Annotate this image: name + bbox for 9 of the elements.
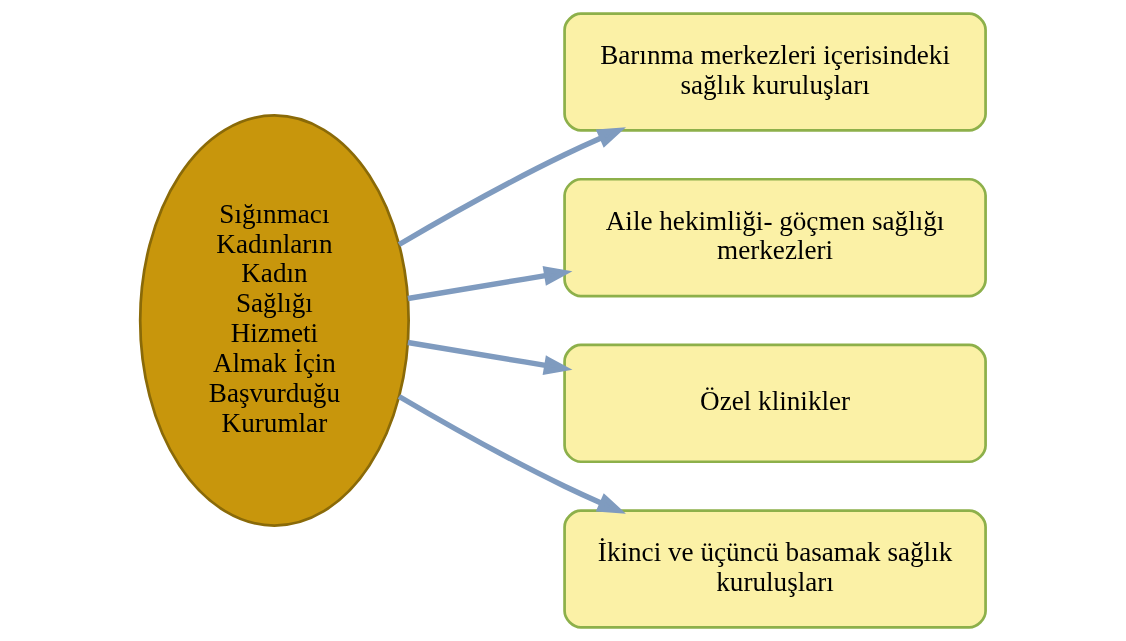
node-box: Aile hekimliği- göçmen sağlığı merkezleri bbox=[563, 177, 987, 298]
node-box: Özel klinikler bbox=[563, 343, 987, 464]
node-box: Barınma merkezleri içerisindeki sağlık kuruluşları bbox=[563, 12, 987, 132]
arrow bbox=[407, 265, 573, 302]
node-ellipse: Sığınmacı Kadınların Kadın Sağlığı Hizmeti Almak İçin Başvurduğu Kurumlar bbox=[138, 114, 410, 527]
arrow bbox=[397, 394, 626, 514]
node-box: İkinci ve üçüncü basamak sağlık kuruluşları bbox=[563, 509, 987, 629]
arrow bbox=[397, 127, 626, 247]
arrow bbox=[407, 339, 573, 376]
